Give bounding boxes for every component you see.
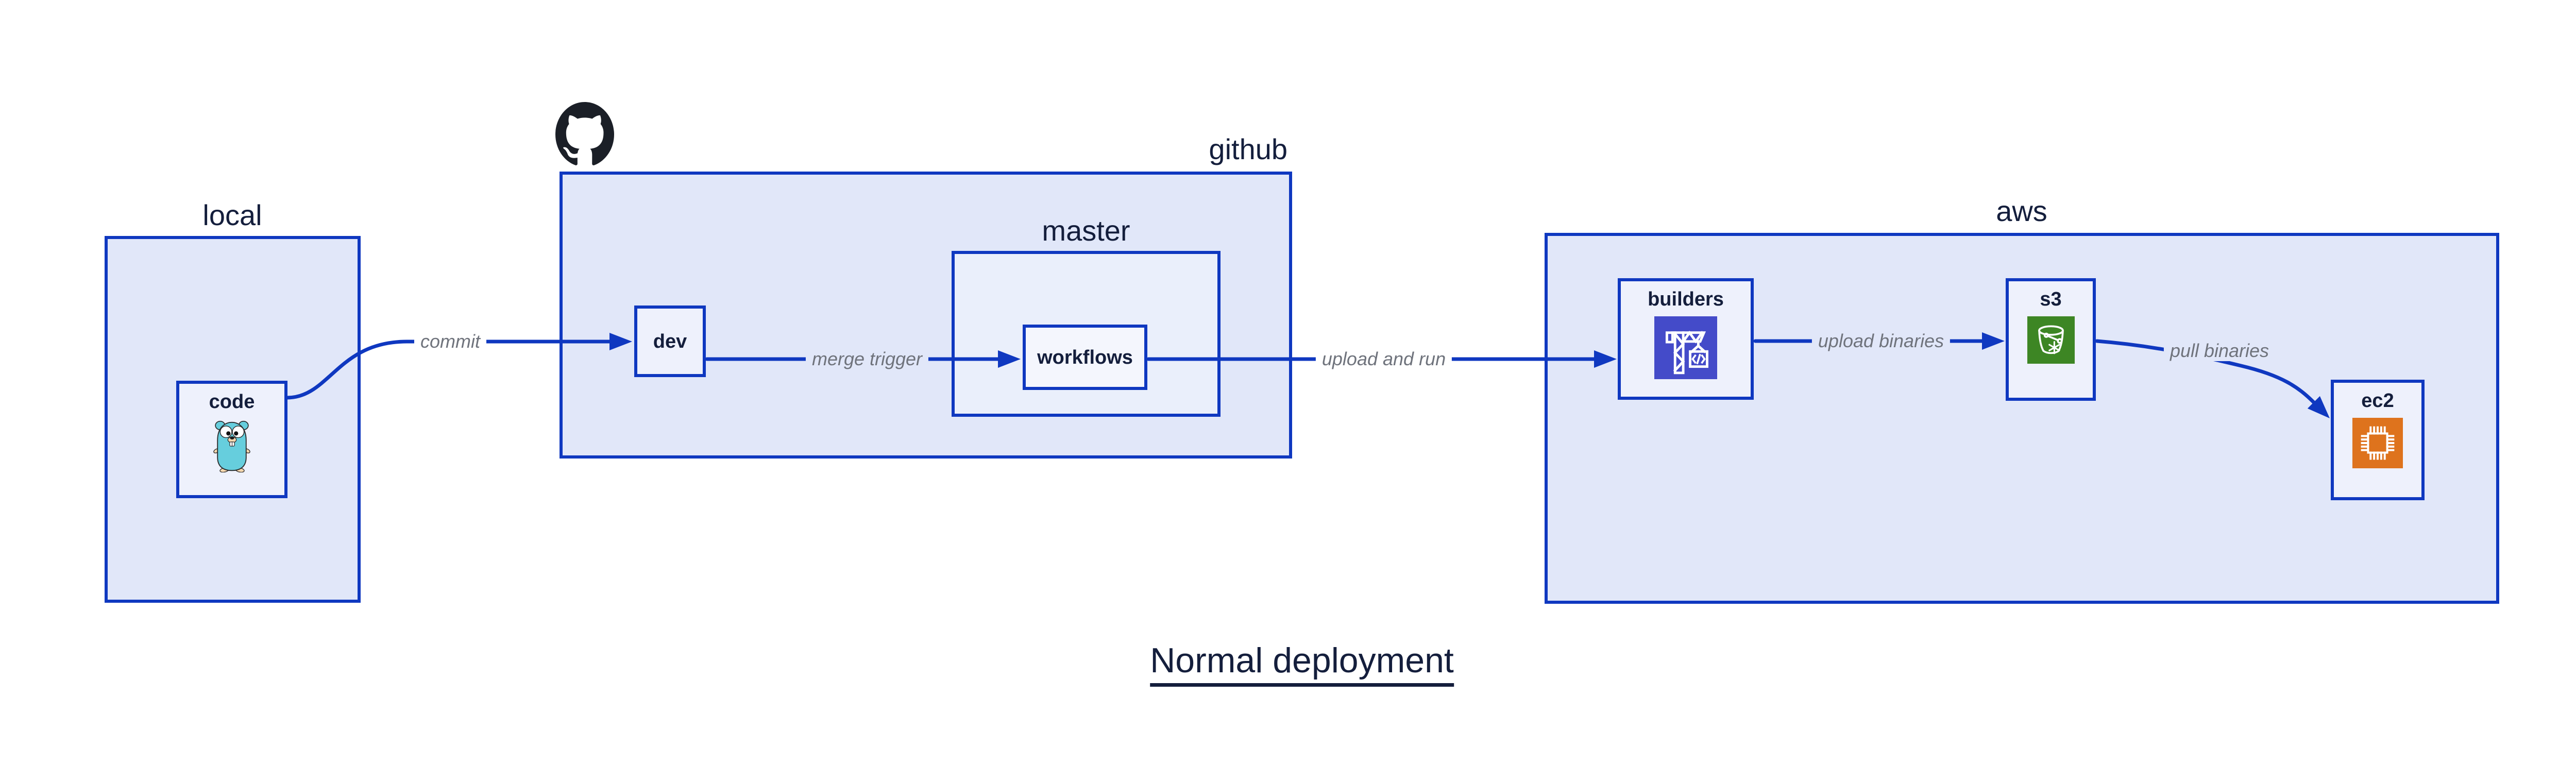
edge-label-commit: commit: [414, 331, 486, 352]
local-group-label: local: [202, 199, 262, 231]
github-group-label: github: [1209, 133, 1287, 165]
edge-label-upload-and-run: upload and run: [1315, 349, 1452, 369]
node-builders: builders: [1618, 278, 1754, 400]
dev-label: dev: [653, 330, 687, 352]
s3-label: s3: [2040, 288, 2062, 310]
node-code: code: [176, 381, 287, 498]
edge-label-upload-binaries: upload binaries: [1811, 331, 1951, 351]
node-workflows: workflows: [1023, 325, 1147, 390]
aws-group-label: aws: [1996, 195, 2047, 227]
ec2-chip-icon: [2352, 418, 2403, 468]
diagram-title: Normal deployment: [1150, 643, 1454, 687]
go-gopher-icon: [213, 419, 250, 473]
github-octocat-icon: [555, 102, 614, 167]
code-label: code: [209, 391, 255, 413]
builders-label: builders: [1648, 288, 1724, 310]
node-ec2: ec2: [2331, 380, 2425, 500]
node-dev: dev: [634, 305, 706, 377]
master-group-label: master: [1042, 214, 1130, 247]
s3-glacier-bucket-icon: [2027, 316, 2075, 364]
edge-label-pull-binaries: pull binaries: [2163, 341, 2276, 361]
codebuild-crane-icon: [1654, 316, 1717, 379]
node-s3: s3: [2006, 278, 2096, 401]
workflows-label: workflows: [1037, 346, 1133, 368]
ec2-label: ec2: [2361, 390, 2394, 412]
edge-label-merge-trigger: merge trigger: [805, 349, 929, 369]
